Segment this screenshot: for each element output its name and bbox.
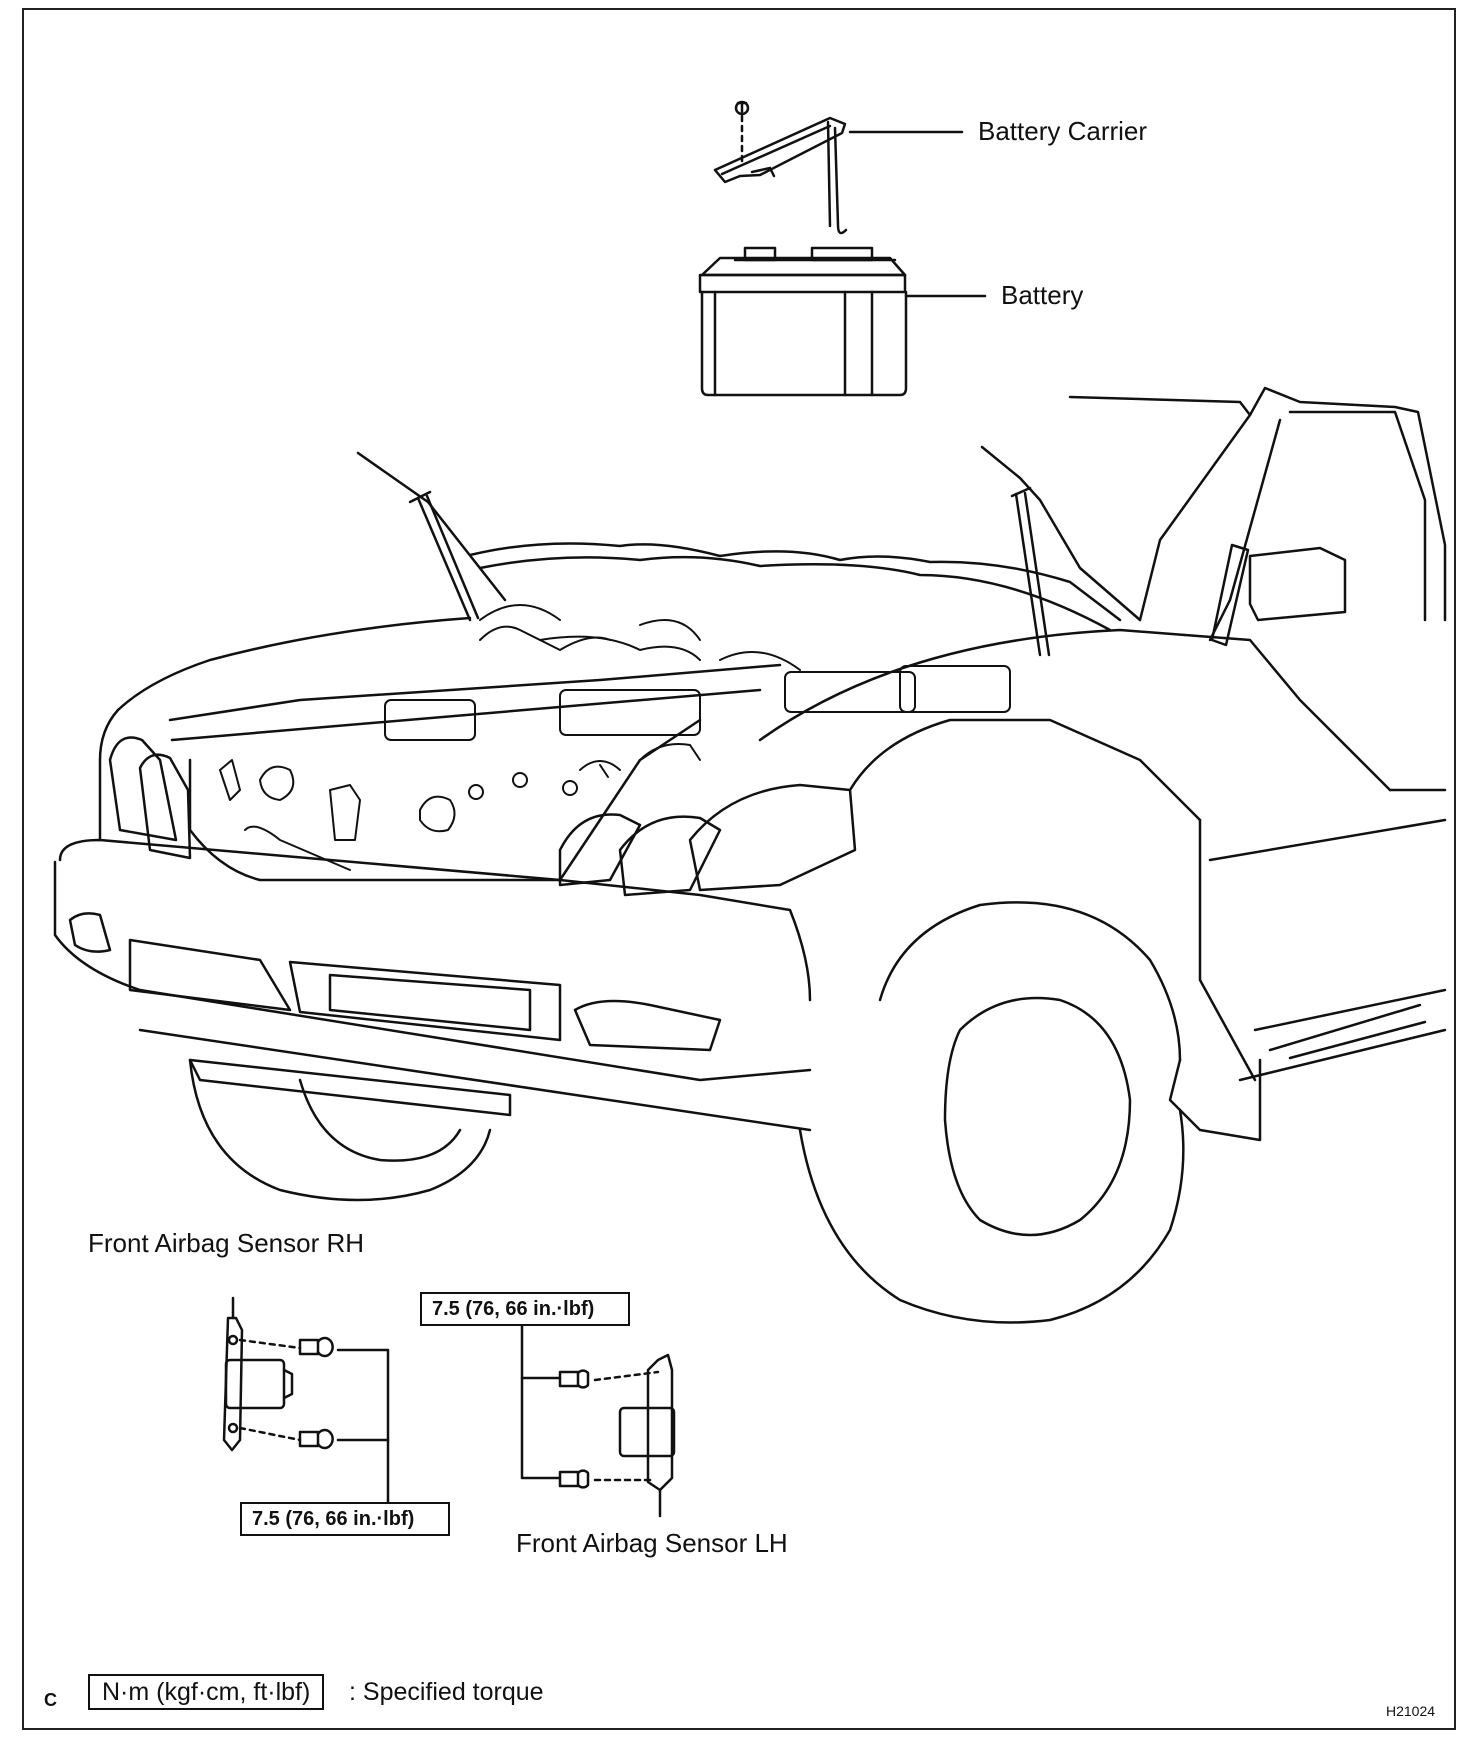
airbag-sensor-lh-label: Front Airbag Sensor LH xyxy=(516,1528,788,1558)
diagram-frame xyxy=(22,8,1456,1730)
airbag-sensor-rh-label: Front Airbag Sensor RH xyxy=(88,1228,365,1258)
vehicle-body xyxy=(53,542,1447,1324)
battery-carrier-label: Battery Carrier xyxy=(978,116,1148,146)
battery-carrier-part xyxy=(713,100,848,235)
airbag-sensor-rh-part xyxy=(222,1296,390,1504)
legend-unit-box: N·m (kgf·cm, ft·lbf) xyxy=(88,1674,325,1710)
legend-description: : Specified torque xyxy=(349,1678,544,1706)
hood-struts xyxy=(408,486,1051,657)
torque-spec-rh: 7.5 (76, 66 in.·lbf) xyxy=(240,1502,450,1536)
figure-code: H21024 xyxy=(1386,1703,1436,1719)
battery-part xyxy=(698,246,908,397)
hood xyxy=(356,386,1447,647)
airbag-sensor-lh-part xyxy=(520,1324,676,1518)
battery-label: Battery xyxy=(1001,280,1084,310)
torque-spec-lh: 7.5 (76, 66 in.·lbf) xyxy=(420,1292,630,1326)
corner-letter: C xyxy=(44,1690,57,1710)
engine-bay xyxy=(219,604,1011,871)
